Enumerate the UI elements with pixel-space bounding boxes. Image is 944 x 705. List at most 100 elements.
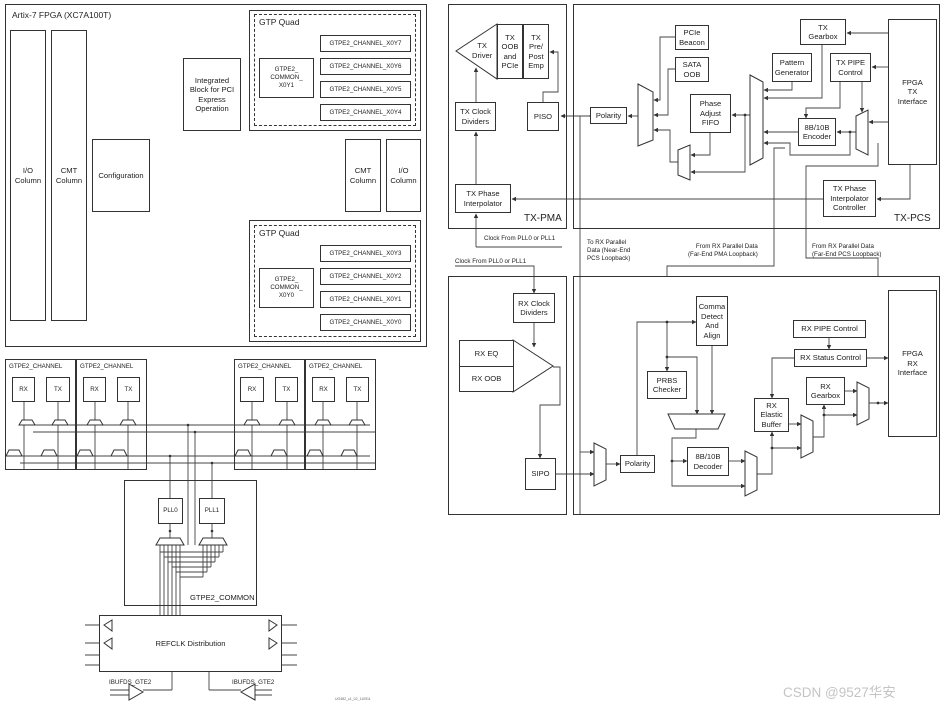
ibufds-left-label: IBUFDS_GTE2	[109, 679, 152, 686]
label: TX	[124, 385, 133, 393]
configuration-block: Configuration	[92, 139, 150, 212]
label: GTPE2_CHANNEL_X0Y5	[329, 85, 402, 93]
label: TX Pre/ Post Emp	[528, 32, 544, 71]
comma-detect-align: Comma Detect And Align	[696, 296, 728, 346]
gtpe2-channel-3	[234, 359, 305, 470]
rx-elastic-buffer: RX Elastic Buffer	[754, 398, 789, 432]
label: PRBS Checker	[652, 375, 682, 395]
sata-oob: SATA OOB	[675, 57, 709, 82]
tx-pcs-label: TX-PCS	[894, 213, 931, 224]
label: RX	[19, 385, 28, 393]
label: SATA OOB	[682, 60, 702, 79]
label: 8B/10B Encoder	[802, 122, 832, 142]
rx-pma-frame	[448, 276, 567, 515]
gtp-quad-bottom	[249, 220, 421, 342]
rx-pcs-frame	[573, 276, 940, 515]
rx-oob: RX OOB	[459, 366, 514, 392]
label: TX Phase Interpolator Controller	[830, 184, 869, 213]
label: GTPE2_ COMMON_ X0Y0	[270, 276, 303, 299]
gtpe2-common-label: GTPE2_COMMON	[190, 593, 255, 602]
sipo: SIPO	[525, 458, 556, 490]
rx-clock-dividers: RX Clock Dividers	[513, 293, 555, 323]
gtpe2-channel-1	[5, 359, 76, 470]
phase-adjust-fifo: Phase Adjust FIFO	[690, 94, 731, 133]
8b10b-decoder: 8B/10B Decoder	[687, 447, 729, 476]
label: RX	[247, 385, 257, 393]
tx-pi-controller: TX Phase Interpolator Controller	[823, 180, 876, 217]
pcie-block: Integrated Block for PCI Express Operati…	[183, 58, 241, 131]
io-column-right: I/O Column	[386, 139, 421, 212]
channel-x0y6: GTPE2_CHANNEL_X0Y6	[320, 58, 411, 75]
rx-block: RX	[83, 377, 106, 402]
common-x0y1: GTPE2_ COMMON_ X0Y1	[259, 58, 314, 98]
tx-block: TX	[46, 377, 70, 402]
rx-block: RX	[240, 377, 264, 402]
cmt-column-right: CMT Column	[345, 139, 381, 212]
pattern-generator: Pattern Generator	[772, 53, 812, 82]
label: GTPE2_CHANNEL_X0Y2	[329, 272, 402, 280]
label: RX Elastic Buffer	[760, 400, 783, 429]
channel-label: GTPE2_CHANNEL	[9, 363, 63, 370]
device-title: Artix-7 FPGA (XC7A100T)	[12, 10, 112, 20]
gtp-quad-top	[249, 10, 421, 131]
near-end-pcs-annotation: To RX Parallel Data (Near-End PCS Loopba…	[587, 239, 631, 262]
watermark: CSDN @9527华安	[783, 685, 896, 700]
label: 8B/10B Decoder	[693, 452, 723, 471]
rx-status-control: RX Status Control	[794, 349, 867, 367]
label: RX	[319, 385, 328, 393]
channel-x0y2: GTPE2_CHANNEL_X0Y2	[320, 268, 411, 285]
tx-block: TX	[346, 377, 369, 402]
prbs-checker: PRBS Checker	[647, 371, 687, 399]
label: GTPE2_CHANNEL_X0Y6	[329, 62, 402, 70]
label: TX	[282, 385, 291, 393]
label: I/O Column	[14, 166, 42, 185]
label: PISO	[533, 111, 553, 121]
tx-phase-interpolator: TX Phase Interpolator	[455, 184, 511, 213]
refclk-distribution: REFCLK Distribution	[99, 615, 282, 672]
label: RX Status Control	[800, 353, 861, 363]
label: CMT Column	[55, 166, 83, 185]
tx-pcs-frame	[573, 4, 940, 229]
tx-pma-label: TX-PMA	[524, 213, 562, 224]
label: GTPE2_CHANNEL_X0Y7	[329, 39, 402, 47]
label: Pattern Generator	[774, 58, 810, 77]
label: GTPE2_ COMMON_ X0Y1	[270, 66, 303, 89]
figure-id: UG482_c1_02_110911	[335, 697, 371, 701]
quad-top-label: GTP Quad	[259, 17, 300, 27]
tx-gearbox: TX Gearbox	[800, 19, 846, 45]
fpga-rx-interface: FPGA RX Interface	[888, 290, 937, 437]
pll1-block: PLL1	[199, 498, 225, 524]
label: TX	[54, 385, 62, 393]
far-end-pma-annotation: From RX Parallel Data (Far-End PMA Loopb…	[688, 243, 758, 258]
label: PLL0	[163, 507, 178, 514]
label: RX Clock Dividers	[518, 298, 550, 318]
rx-block: RX	[312, 377, 335, 402]
label: SIPO	[531, 469, 550, 479]
quad-bottom-label: GTP Quad	[259, 228, 300, 238]
label: RX EQ	[474, 348, 499, 358]
tx-pipe-control: TX PIPE Control	[830, 53, 871, 82]
fpga-tx-interface: FPGA TX Interface	[888, 19, 937, 165]
piso: PISO	[527, 102, 559, 131]
tx-pre-post-emp: TX Pre/ Post Emp	[523, 24, 549, 79]
tx-pma-frame	[448, 4, 567, 229]
gtpe2-channel-4	[305, 359, 376, 470]
label: RX PIPE Control	[801, 324, 858, 334]
tx-block: TX	[275, 377, 298, 402]
label: FPGA TX Interface	[897, 77, 928, 106]
channel-label: GTPE2_CHANNEL	[238, 363, 292, 370]
pcie-beacon: PCIe Beacon	[675, 25, 709, 50]
channel-label: GTPE2_CHANNEL	[309, 363, 363, 370]
channel-x0y3: GTPE2_CHANNEL_X0Y3	[320, 245, 411, 262]
label: TX	[353, 385, 362, 393]
label: PCIe Beacon	[679, 28, 705, 47]
label: TX PIPE Control	[835, 58, 866, 77]
gtp-quad-bottom-dashed	[254, 225, 416, 337]
label: GTPE2_CHANNEL_X0Y0	[329, 318, 402, 326]
channel-label: GTPE2_CHANNEL	[80, 363, 134, 370]
label: Phase Adjust FIFO	[699, 99, 722, 128]
label: GTPE2_CHANNEL_X0Y3	[329, 249, 402, 257]
rx-block: RX	[12, 377, 35, 402]
tx-oob-pcie: TX OOB and PCIe	[497, 24, 523, 79]
label: PLL1	[204, 507, 220, 514]
